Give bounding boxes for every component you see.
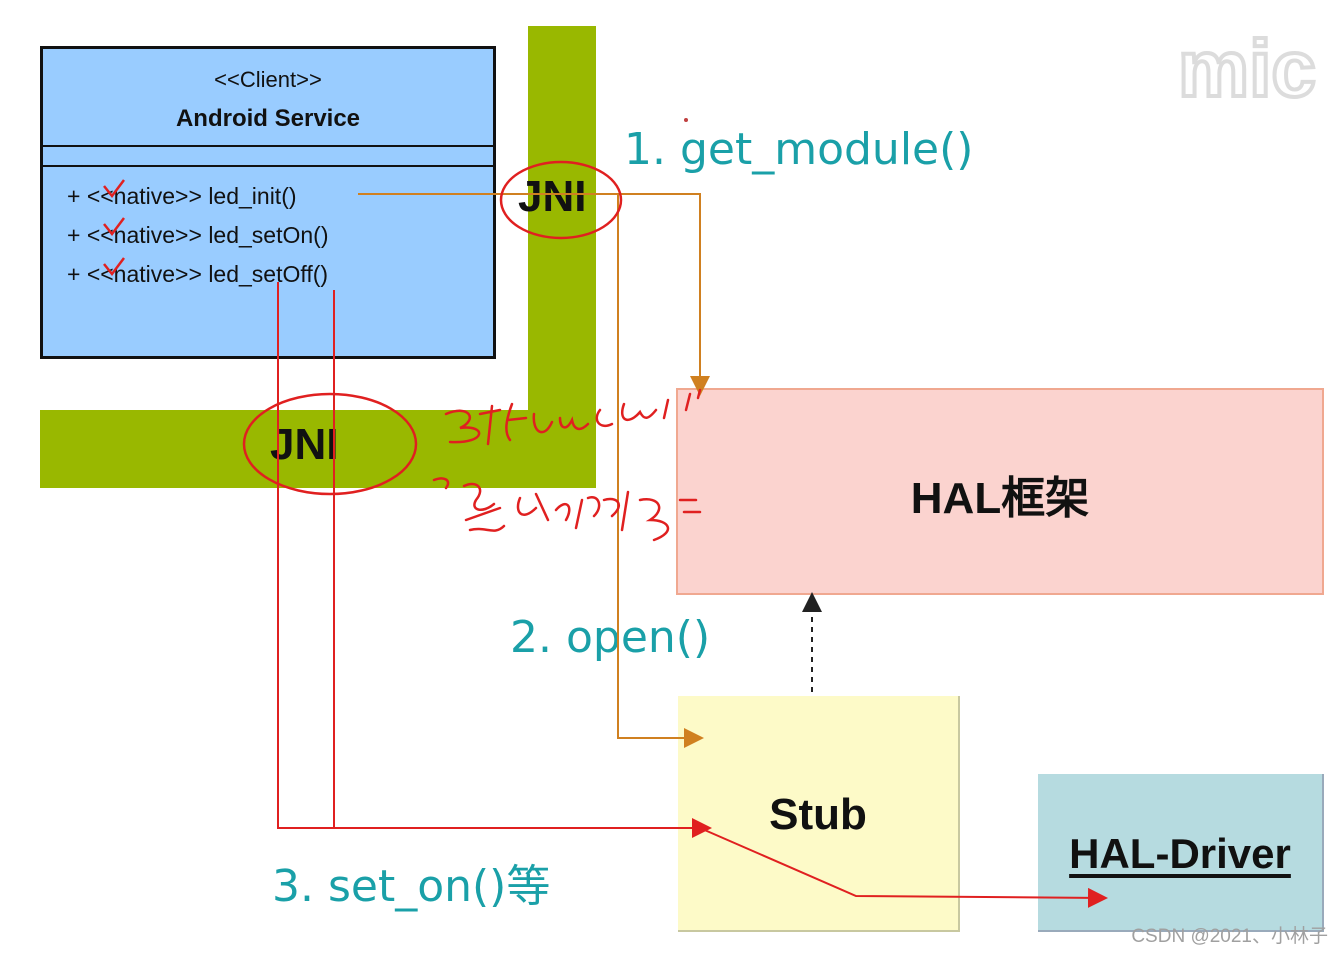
annotation-check-2	[103, 217, 125, 237]
hal-driver-label: HAL-Driver	[1069, 830, 1291, 877]
annotation-scribble-2	[432, 477, 702, 542]
hal-framework-label: HAL框架	[910, 474, 1090, 523]
watermark: CSDN @2021、小林子	[1131, 926, 1328, 947]
annotation-circle-top-jni	[499, 160, 623, 240]
class-separator-1	[43, 145, 493, 147]
step-set-on: 3. set_on()等	[272, 861, 551, 912]
connector-set-on-a	[277, 282, 712, 838]
annotation-check-1	[103, 179, 125, 199]
class-name: Android Service	[175, 105, 361, 132]
jni-label-top: JNI	[518, 172, 587, 221]
android-service-class-box: <<Client>> Android Service + <<native>> …	[40, 46, 496, 359]
method-led-set-off: + <<native>> led_setOff()	[67, 261, 329, 287]
class-separator-2	[43, 165, 493, 167]
client-stereotype: <<Client>>	[214, 67, 322, 92]
jni-horizontal-bar	[40, 410, 596, 488]
step-get-module: 1. get_module()	[624, 124, 974, 175]
step-open: 2. open()	[510, 612, 711, 663]
logo-text: mic	[1178, 24, 1316, 113]
annotation-check-3	[103, 257, 125, 277]
annotation-scribble-1	[444, 388, 702, 446]
connector-open	[617, 194, 704, 748]
hal-framework-box: HAL框架	[676, 388, 1324, 595]
connector-get-module	[358, 193, 710, 396]
method-led-init: + <<native>> led_init()	[67, 183, 297, 209]
stub-box: Stub	[678, 696, 960, 932]
logo-graphic: mic	[1176, 22, 1318, 114]
annotation-dot	[684, 118, 688, 122]
jni-label-left: JNI	[270, 420, 339, 469]
connector-stub-driver	[699, 827, 1108, 908]
hal-driver-box: HAL-Driver	[1038, 774, 1324, 932]
annotation-circle-left-jni	[242, 392, 418, 496]
stub-label: Stub	[769, 790, 867, 839]
